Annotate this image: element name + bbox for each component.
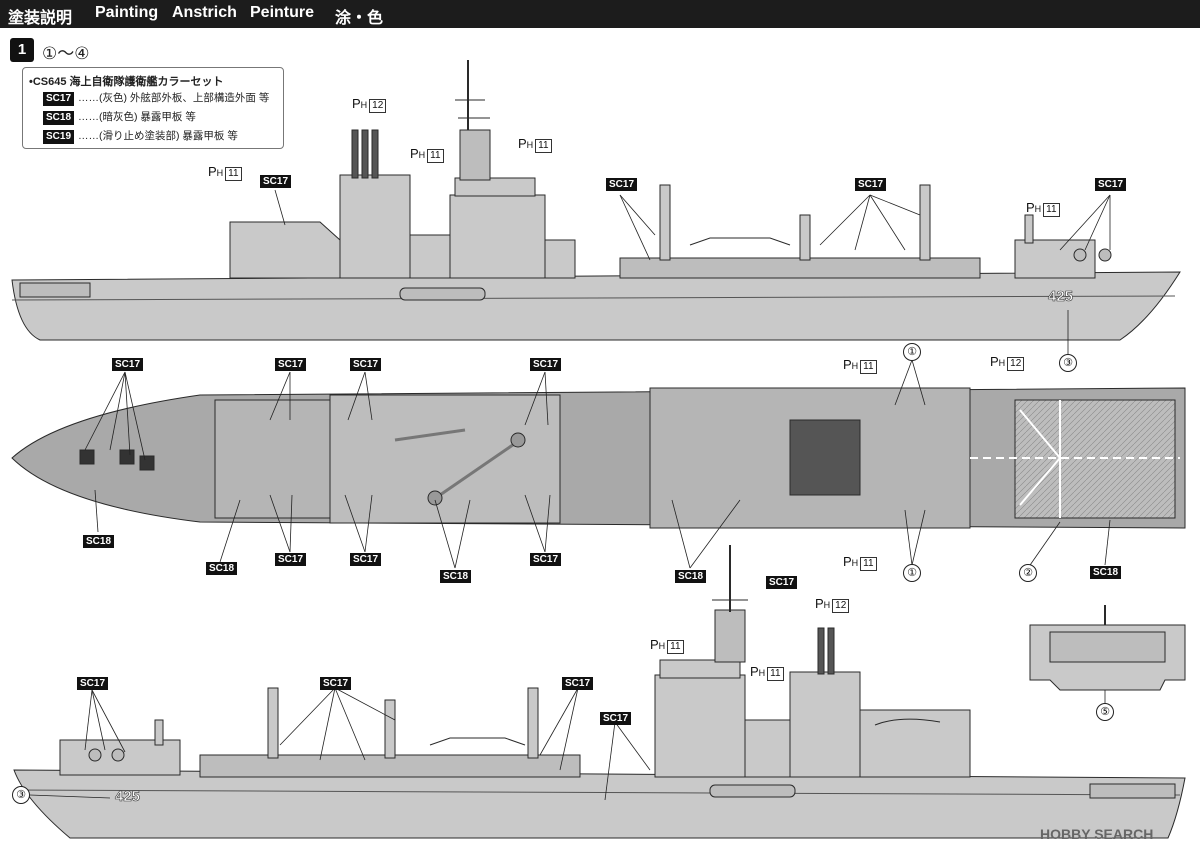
step-number-badge: 1 xyxy=(10,38,34,62)
aft-superstructure-port xyxy=(859,709,971,778)
funnel-block xyxy=(339,174,411,279)
legend-row: SC18……(暗灰色) 暴露甲板 等 xyxy=(43,109,196,125)
color-code: SC17 xyxy=(43,92,75,106)
title-jp: 塗装説明 xyxy=(8,10,73,27)
title-cn: 涂・色 xyxy=(335,10,384,27)
paint-label-sc18: SC18 xyxy=(206,562,238,575)
color-set-title: •CS645 海上自衛隊護衛艦カラーセット xyxy=(29,76,224,88)
color-desc: ……(灰色) 外舷部外板、上部構造外面 等 xyxy=(78,92,270,104)
hull-number-port: 425 xyxy=(115,788,141,806)
callout-1: ① xyxy=(903,564,921,582)
color-code: SC19 xyxy=(43,130,75,144)
paint-label-sc18: SC18 xyxy=(440,570,472,583)
deckhouse xyxy=(544,239,576,279)
paint-label-sc17: SC17 xyxy=(562,677,594,690)
stern-deck-port xyxy=(1089,783,1176,799)
kingpost xyxy=(919,184,931,261)
deck-plan-view xyxy=(11,387,1186,529)
paint-label-sc17: SC17 xyxy=(606,178,638,191)
paint-label-sc17: SC17 xyxy=(855,178,887,191)
bow-mast xyxy=(1024,214,1034,244)
bridge-block xyxy=(449,194,546,279)
exhaust-pipe xyxy=(361,129,369,179)
kingpost-port xyxy=(267,687,279,759)
side-profile-starboard xyxy=(11,60,1181,341)
funnel-block-port xyxy=(789,671,861,778)
paint-label-sc17: SC17 xyxy=(112,358,144,371)
hull-number-starboard: 425 xyxy=(1048,288,1074,306)
title-fr: Peinture xyxy=(250,4,315,21)
paint-label-sc17: SC17 xyxy=(530,553,562,566)
kingpost xyxy=(659,184,671,261)
paint-label-sc18: SC18 xyxy=(675,570,707,583)
replenishment-deck xyxy=(619,257,981,279)
paint-label-sc18: SC18 xyxy=(1090,566,1122,579)
stern-deck xyxy=(19,282,91,298)
legend-row: SC19……(滑り止め塗装部) 暴露甲板 等 xyxy=(43,128,238,144)
callout-1: ① xyxy=(903,343,921,361)
leader-lines xyxy=(29,189,1111,801)
paint-label-sc17: SC17 xyxy=(1095,178,1127,191)
paint-label-sc17: SC17 xyxy=(77,677,109,690)
kingpost-port xyxy=(384,699,396,759)
paint-label-sc17: SC17 xyxy=(600,712,632,725)
color-code: SC18 xyxy=(43,111,75,125)
callout-3: ③ xyxy=(12,786,30,804)
mid-deck-plan xyxy=(329,394,561,524)
mast-base xyxy=(459,129,491,181)
callout-5: ⑤ xyxy=(1096,703,1114,721)
exhaust-pipe xyxy=(351,129,359,179)
bridge-block-port xyxy=(654,674,746,778)
paint-label-sc17: SC17 xyxy=(350,358,382,371)
kingpost xyxy=(799,214,811,261)
step-range: ①〜④ xyxy=(42,44,90,63)
color-set-legend: •CS645 海上自衛隊護衛艦カラーセット SC17……(灰色) 外舷部外板、上… xyxy=(22,67,284,149)
title-en: Painting xyxy=(95,4,159,21)
deckhouse xyxy=(409,234,451,279)
callout-3: ③ xyxy=(1059,354,1077,372)
paint-label-sc18: SC18 xyxy=(83,535,115,548)
color-desc: ……(暗灰色) 暴露甲板 等 xyxy=(78,111,196,123)
legend-row: SC17……(灰色) 外舷部外板、上部構造外面 等 xyxy=(43,90,269,106)
kingpost-port xyxy=(527,687,539,759)
title-de: Anstrich xyxy=(172,4,237,21)
paint-label-sc17: SC17 xyxy=(350,553,382,566)
crane-arm xyxy=(689,237,791,246)
paint-label-sc17: SC17 xyxy=(320,677,352,690)
paint-label-sc17: SC17 xyxy=(530,358,562,371)
hull-starboard xyxy=(11,271,1181,341)
color-desc: ……(滑り止め塗装部) 暴露甲板 等 xyxy=(78,130,238,142)
paint-label-sc17: SC17 xyxy=(260,175,292,188)
paint-label-sc17: SC17 xyxy=(766,576,798,589)
fwd-superstructure-plan xyxy=(214,399,331,519)
hull-port xyxy=(13,769,1186,839)
side-profile-port xyxy=(13,545,1186,839)
bridge-top xyxy=(454,177,536,197)
paint-label-sc17: SC17 xyxy=(275,553,307,566)
stern-detail-view xyxy=(1029,605,1186,691)
aft-superstructure xyxy=(229,221,341,279)
watermark-text: HOBBY SEARCH xyxy=(1040,826,1154,842)
instruction-header: 塗装説明 Painting Anstrich Peinture 涂・色 xyxy=(0,0,1200,28)
callout-2: ② xyxy=(1019,564,1037,582)
funnel-plan xyxy=(789,419,861,496)
exhaust-pipe xyxy=(371,129,379,179)
paint-label-sc17: SC17 xyxy=(275,358,307,371)
name-plate xyxy=(399,287,486,301)
